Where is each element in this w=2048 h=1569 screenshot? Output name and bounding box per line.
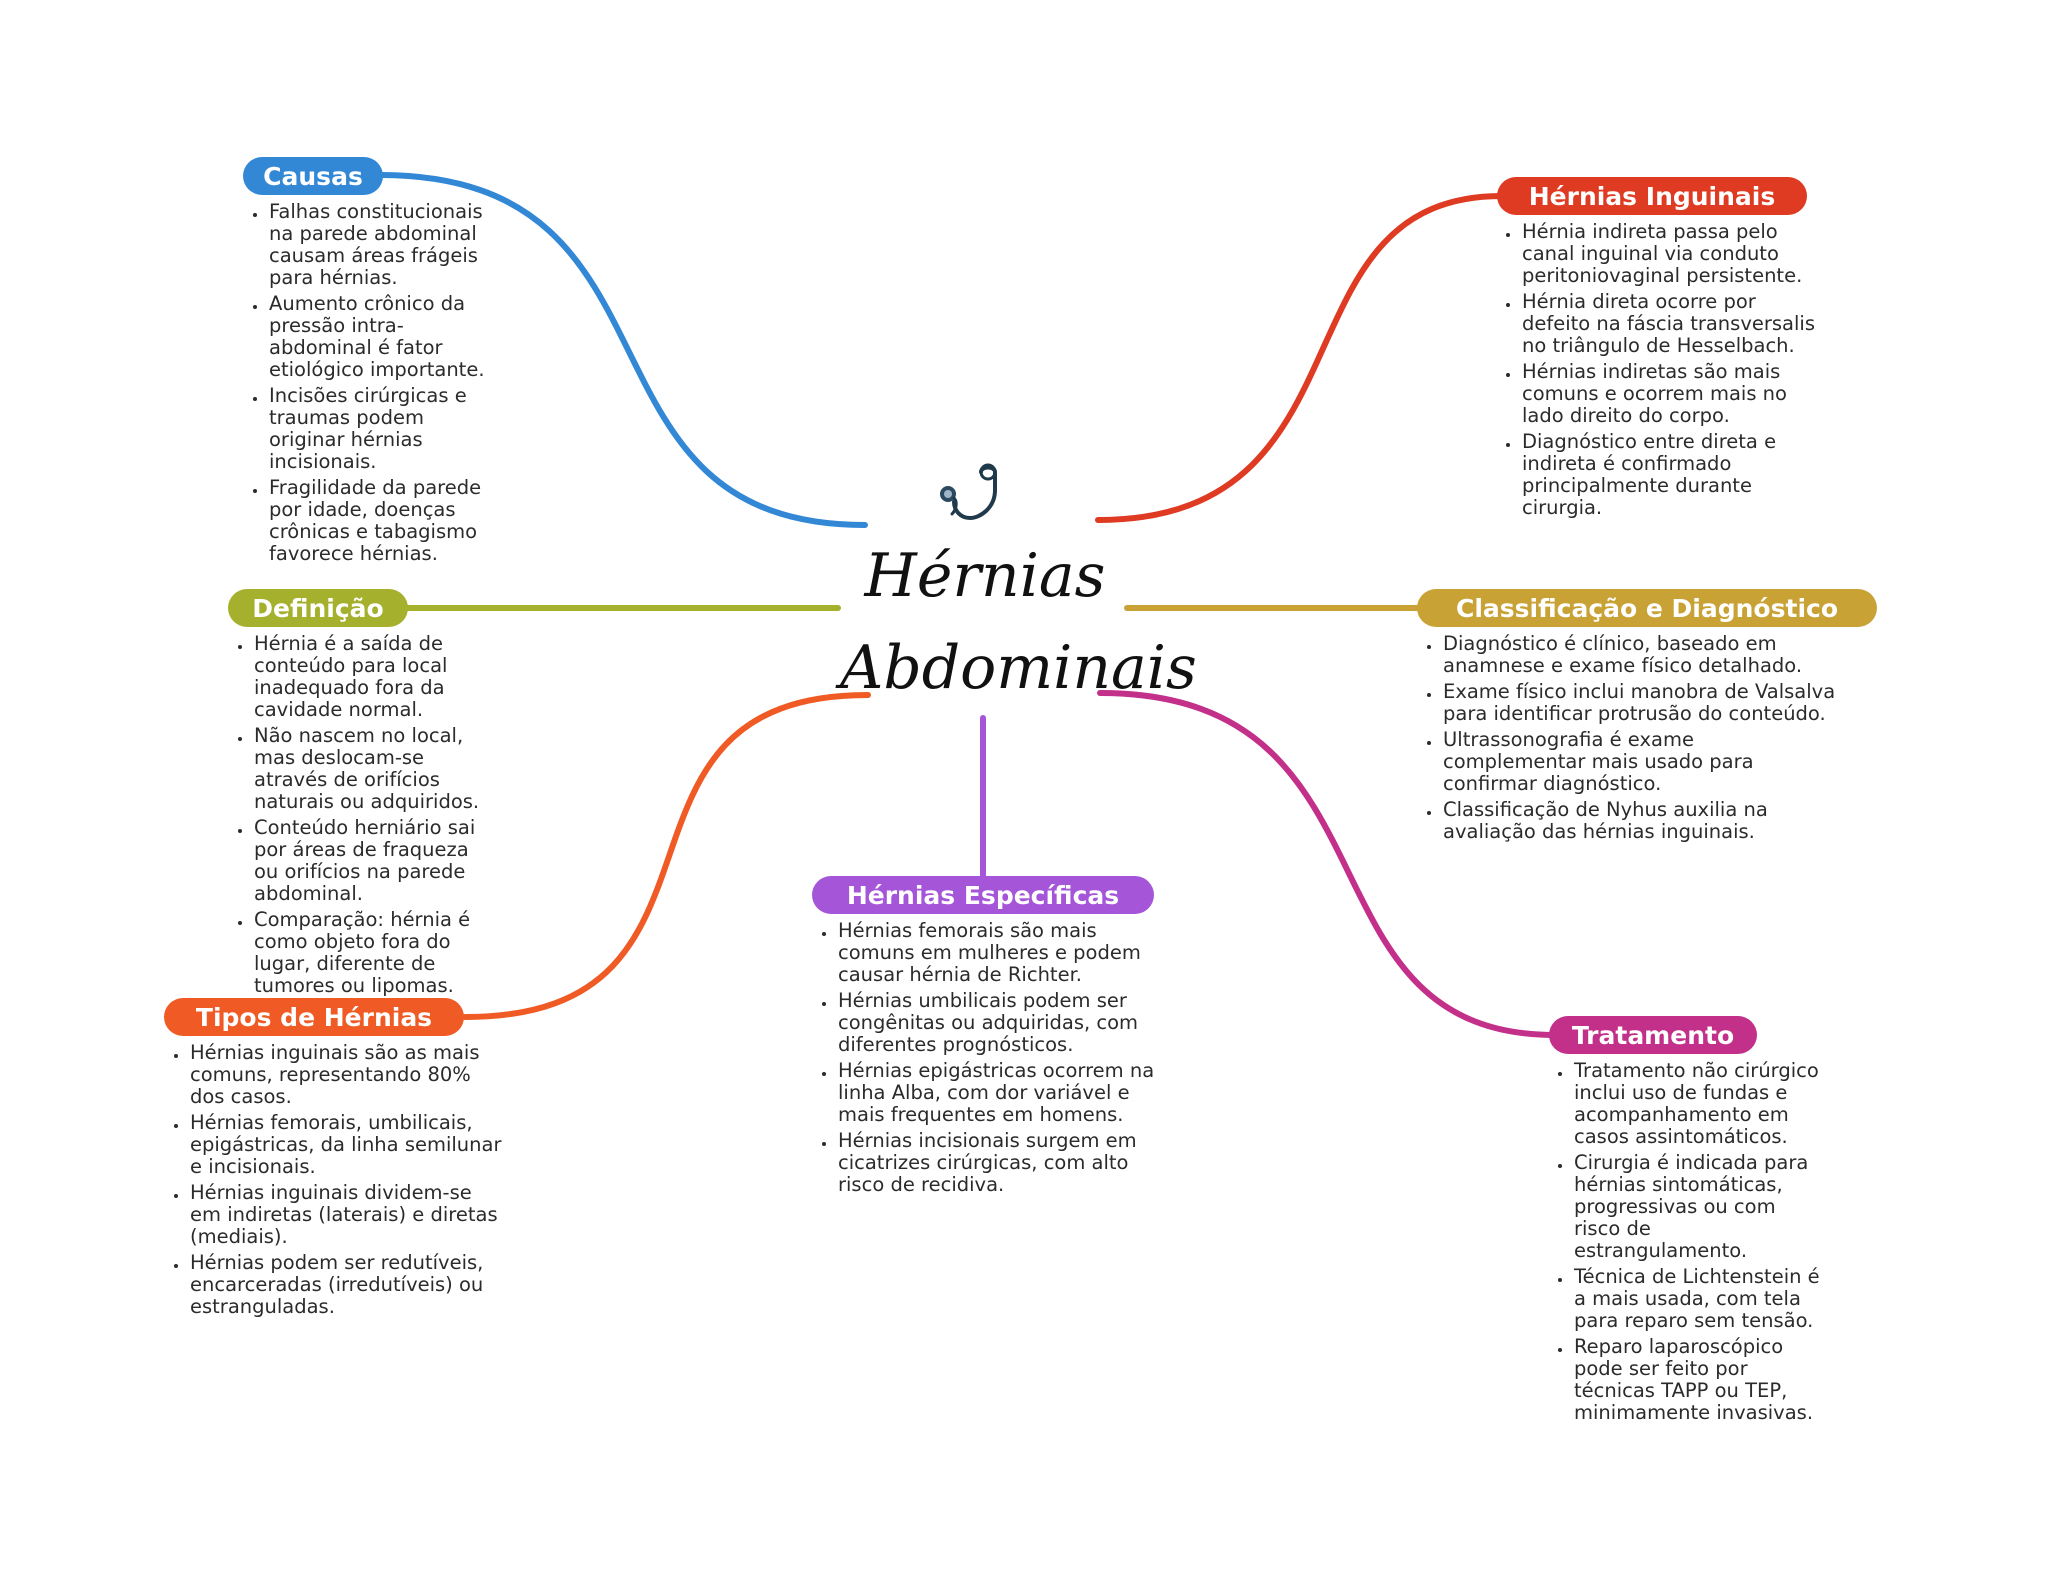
- list-item: Comparação: hérnia é como objeto fora do…: [252, 909, 497, 997]
- list-item: Não nascem no local, mas deslocam-se atr…: [252, 725, 497, 813]
- list-item: Ultrassonografia é exame complementar ma…: [1441, 729, 1841, 795]
- branch-notes-classificacao: Diagnóstico é clínico, baseado em anamne…: [1423, 633, 1841, 847]
- list-item: Hérnias femorais são mais comuns em mulh…: [836, 920, 1176, 986]
- branch-label-causas: Causas: [243, 157, 383, 195]
- branch-label-tratamento: Tratamento: [1549, 1016, 1757, 1054]
- branch-notes-tratamento: Tratamento não cirúrgico inclui uso de f…: [1554, 1060, 1822, 1428]
- branch-label-inguinais: Hérnias Inguinais: [1497, 177, 1807, 215]
- central-topic-title: Hérnias Abdominais: [840, 541, 1197, 703]
- list-item: Conteúdo herniário sai por áreas de fraq…: [252, 817, 497, 905]
- list-item: Tratamento não cirúrgico inclui uso de f…: [1572, 1060, 1822, 1148]
- list-item: Hérnias incisionais surgem em cicatrizes…: [836, 1130, 1176, 1196]
- list-item: Hérnia indireta passa pelo canal inguina…: [1520, 221, 1820, 287]
- list-item: Falhas constitucionais na parede abdomin…: [267, 201, 492, 289]
- connector-tratamento: [1097, 690, 1558, 1038]
- branch-notes-inguinais: Hérnia indireta passa pelo canal inguina…: [1502, 221, 1820, 523]
- branch-label-tipos: Tipos de Hérnias: [164, 998, 464, 1036]
- list-item: Hérnia direta ocorre por defeito na fásc…: [1520, 291, 1820, 357]
- branch-notes-definicao: Hérnia é a saída de conteúdo para local …: [234, 633, 497, 1001]
- list-item: Diagnóstico é clínico, baseado em anamne…: [1441, 633, 1841, 677]
- list-item: Incisões cirúrgicas e traumas podem orig…: [267, 385, 492, 473]
- list-item: Hérnias epigástricas ocorrem na linha Al…: [836, 1060, 1176, 1126]
- branch-label-classificacao: Classificação e Diagnóstico: [1417, 589, 1877, 627]
- list-item: Diagnóstico entre direta e indireta é co…: [1520, 431, 1820, 519]
- list-item: Fragilidade da parede por idade, doenças…: [267, 477, 492, 565]
- stethoscope-icon: [940, 463, 997, 521]
- list-item: Reparo laparoscópico pode ser feito por …: [1572, 1336, 1822, 1424]
- branch-label-especificas: Hérnias Específicas: [812, 876, 1154, 914]
- list-item: Hérnias podem ser redutíveis, encarcerad…: [188, 1252, 503, 1318]
- list-item: Exame físico inclui manobra de Valsalva …: [1441, 681, 1841, 725]
- connector-tipos: [462, 692, 871, 1020]
- list-item: Classificação de Nyhus auxilia na avalia…: [1441, 799, 1841, 843]
- connector-causas: [377, 172, 868, 528]
- list-item: Hérnias indiretas são mais comuns e ocor…: [1520, 361, 1820, 427]
- branch-label-definicao: Definição: [228, 589, 408, 627]
- list-item: Hérnias inguinais dividem-se em indireta…: [188, 1182, 503, 1248]
- list-item: Aumento crônico da pressão intra-abdomin…: [267, 293, 492, 381]
- connector-inguinais: [1095, 193, 1505, 523]
- list-item: Hérnias inguinais são as mais comuns, re…: [188, 1042, 503, 1108]
- list-item: Cirurgia é indicada para hérnias sintomá…: [1572, 1152, 1822, 1262]
- list-item: Hérnias umbilicais podem ser congênitas …: [836, 990, 1176, 1056]
- branch-notes-tipos: Hérnias inguinais são as mais comuns, re…: [170, 1042, 503, 1322]
- branch-notes-especificas: Hérnias femorais são mais comuns em mulh…: [818, 920, 1176, 1200]
- list-item: Hérnia é a saída de conteúdo para local …: [252, 633, 497, 721]
- list-item: Técnica de Lichtenstein é a mais usada, …: [1572, 1266, 1822, 1332]
- list-item: Hérnias femorais, umbilicais, epigástric…: [188, 1112, 503, 1178]
- branch-notes-causas: Falhas constitucionais na parede abdomin…: [249, 201, 492, 569]
